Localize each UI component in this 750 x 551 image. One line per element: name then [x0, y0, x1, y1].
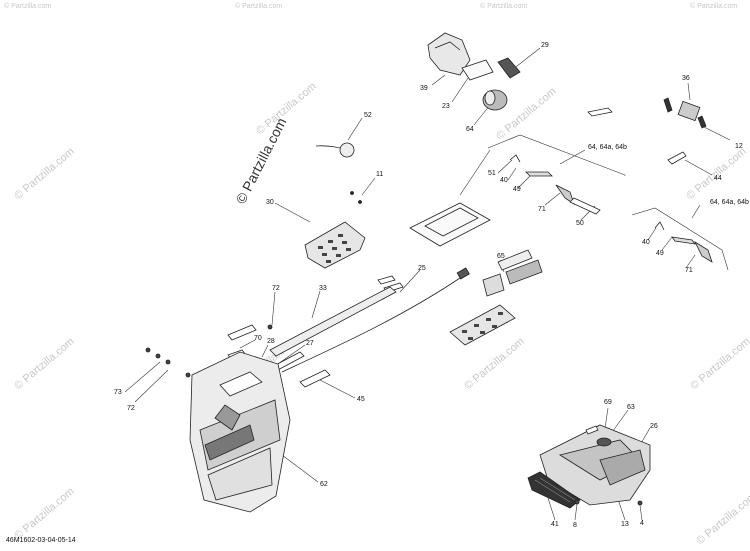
callout-26: 26	[650, 423, 658, 430]
part-44	[667, 151, 687, 165]
group-brackets	[459, 134, 729, 271]
watermark-text: © Partzilla.com	[254, 80, 318, 137]
callout-labels: 29 39 23 64 52 36 12 44 64, 64a, 64b 51 …	[114, 42, 749, 529]
callout-45: 45	[357, 396, 365, 403]
callout-27: 27	[306, 340, 314, 347]
callout-39: 39	[420, 85, 428, 92]
part-30	[304, 221, 366, 269]
watermark-text: © Partzilla.com	[235, 2, 282, 10]
part-29	[497, 57, 521, 79]
watermark-text: © Partzilla.com	[690, 2, 737, 10]
callout-71b: 71	[685, 267, 693, 274]
watermark-text: © Partzilla.com	[462, 335, 526, 392]
part-49a	[525, 171, 553, 177]
callout-13: 13	[621, 521, 629, 528]
watermark-text: © Partzilla.com	[688, 335, 750, 392]
callout-49b: 49	[656, 250, 664, 257]
callout-33: 33	[319, 285, 327, 292]
callout-70: 70	[254, 335, 262, 342]
part-65	[482, 273, 505, 297]
part-manual	[409, 202, 491, 247]
part-69	[585, 425, 599, 435]
part-50	[569, 197, 601, 215]
part-41	[527, 471, 581, 509]
callout-44: 44	[714, 175, 722, 182]
part-23	[461, 59, 494, 81]
callout-50: 50	[576, 220, 584, 227]
watermark-text: © Partzilla.com	[12, 145, 76, 202]
callout-4: 4	[640, 520, 644, 527]
part-71b	[694, 240, 713, 263]
callout-62: 62	[320, 481, 328, 488]
callout-30: 30	[266, 199, 274, 206]
diagram-reference-code: 46M1602-03-04-05-14	[6, 537, 76, 544]
part-decal-top	[587, 107, 613, 117]
callout-64-group-a: 64, 64a, 64b	[588, 144, 627, 151]
callout-12: 12	[735, 143, 743, 150]
callout-73: 73	[114, 389, 122, 396]
callout-71a: 71	[538, 206, 546, 213]
callout-40b: 40	[642, 239, 650, 246]
callout-72a: 72	[272, 285, 280, 292]
callout-64: 64	[466, 126, 474, 133]
parts	[145, 32, 713, 513]
callout-52: 52	[364, 112, 372, 119]
callout-64-group-b: 64, 64a, 64b	[710, 199, 749, 206]
part-25	[281, 277, 461, 373]
callout-69: 69	[604, 399, 612, 406]
part-70	[227, 324, 257, 341]
callout-36: 36	[682, 75, 690, 82]
part-36	[677, 100, 701, 122]
callout-51: 51	[488, 170, 496, 177]
callout-40a: 40	[500, 177, 508, 184]
callout-28: 28	[267, 338, 275, 345]
part-63	[596, 437, 612, 447]
leader-lines	[124, 47, 731, 521]
part-49b	[671, 236, 696, 245]
watermark-text: © Partzilla.com	[12, 485, 76, 542]
callout-41: 41	[551, 521, 559, 528]
callout-25: 25	[418, 265, 426, 272]
part-33	[269, 286, 397, 357]
watermark-text: © Partzilla.com	[684, 145, 748, 202]
callout-8: 8	[573, 522, 577, 529]
callout-23: 23	[442, 103, 450, 110]
part-45	[299, 369, 331, 388]
watermark-text: © Partzilla.com	[12, 335, 76, 392]
callout-65: 65	[497, 253, 505, 260]
callout-29: 29	[541, 42, 549, 49]
part-step-right	[449, 304, 516, 346]
watermark-text: © Partzilla.com	[694, 490, 750, 547]
callout-72b: 72	[127, 405, 135, 412]
callout-49a: 49	[513, 186, 521, 193]
callout-63: 63	[627, 404, 635, 411]
watermark-text: © Partzilla.com	[4, 2, 51, 10]
watermark-text: © Partzilla.com	[480, 2, 527, 10]
callout-11: 11	[376, 171, 383, 178]
